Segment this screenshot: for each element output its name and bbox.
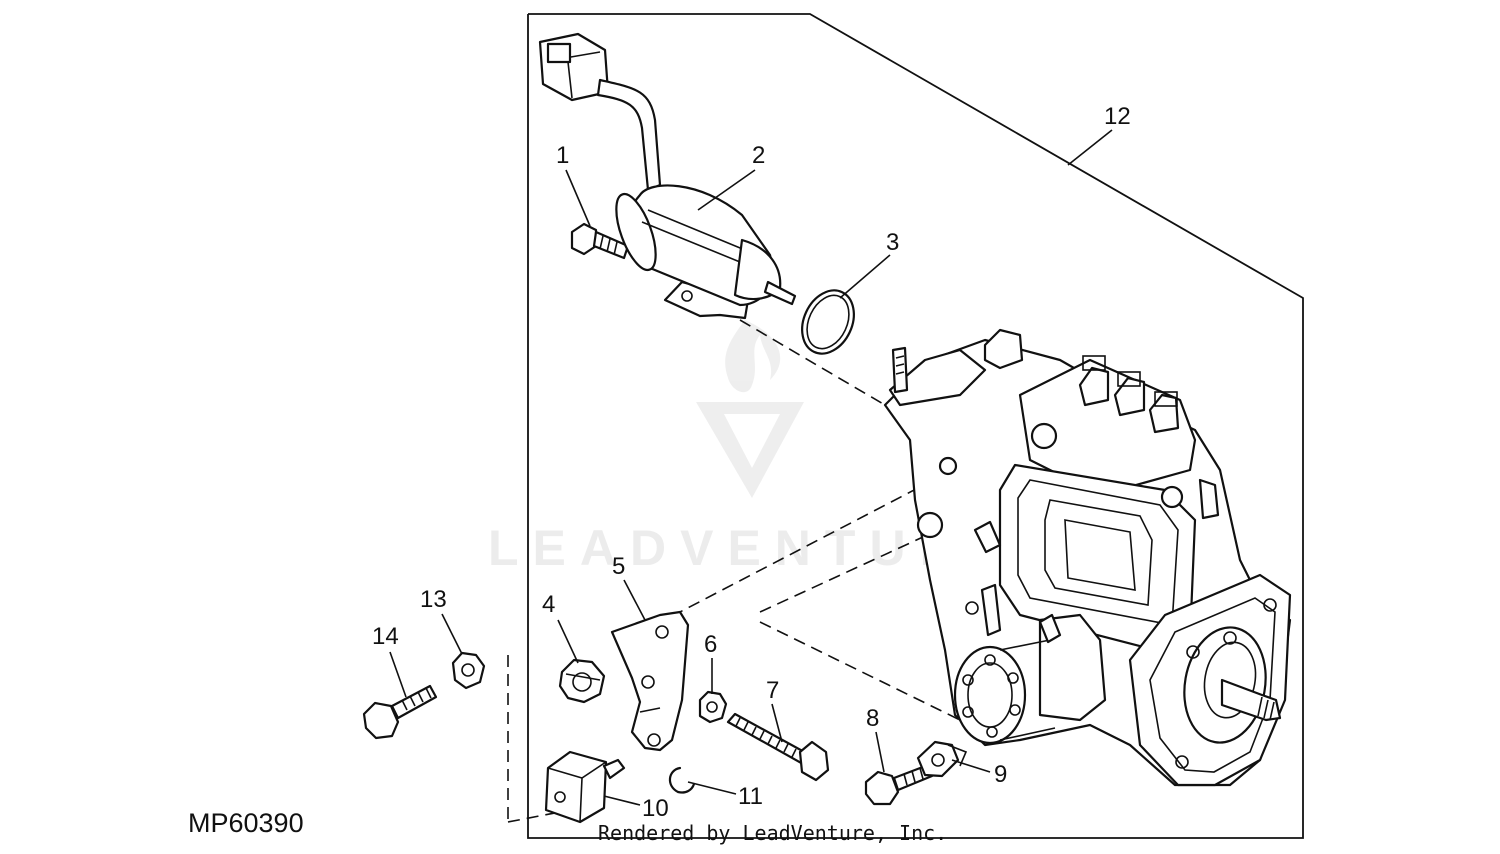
callout-14: 14 (372, 623, 399, 650)
nut-part-4 (558, 658, 606, 704)
flame-icon (725, 320, 781, 393)
alignment-line (739, 319, 886, 406)
v-logo-icon (696, 402, 804, 498)
nut-part-13 (451, 651, 486, 690)
callout-5: 5 (612, 553, 625, 580)
callout-7: 7 (766, 677, 779, 704)
alignment-line (759, 621, 961, 721)
alignment-line (507, 811, 561, 823)
callout-11: 11 (738, 783, 763, 810)
watermark-text: LEADVENTURE (488, 520, 1017, 576)
bolt-part-8 (864, 763, 934, 806)
callout-8: 8 (866, 705, 879, 732)
callout-labels: 1 2 3 4 5 6 7 8 9 10 11 12 13 14 (372, 103, 1131, 822)
e-ring-part-11 (668, 766, 696, 794)
callout-10: 10 (642, 795, 669, 822)
nut-part-6 (698, 690, 728, 724)
figure-id: MP60390 (188, 808, 304, 838)
credit-line: Rendered by LeadVenture, Inc. (598, 821, 947, 845)
callout-13: 13 (420, 586, 447, 613)
solenoid-part-2 (615, 184, 797, 320)
callout-6: 6 (704, 631, 717, 658)
callout-3: 3 (886, 229, 899, 256)
bolt-part-1 (570, 222, 630, 260)
callout-9: 9 (994, 761, 1007, 788)
solenoid-connector (538, 32, 662, 192)
callout-4: 4 (542, 591, 555, 618)
assembly-frame (527, 13, 1304, 839)
screw-part-7 (726, 712, 830, 782)
callout-12: 12 (1104, 103, 1131, 130)
leadventure-watermark: LEADVENTURE (488, 320, 1017, 576)
alignment-line (654, 487, 919, 626)
leader-lines (389, 129, 1113, 806)
bolt-part-14 (362, 684, 438, 740)
block-part-10 (544, 750, 626, 824)
o-ring-part-3 (801, 289, 855, 355)
callout-2: 2 (752, 142, 765, 169)
clip-part-9 (916, 740, 968, 778)
bracket-part-5 (610, 610, 690, 752)
callout-1: 1 (556, 142, 569, 169)
injection-pump-part-12 (883, 328, 1292, 787)
